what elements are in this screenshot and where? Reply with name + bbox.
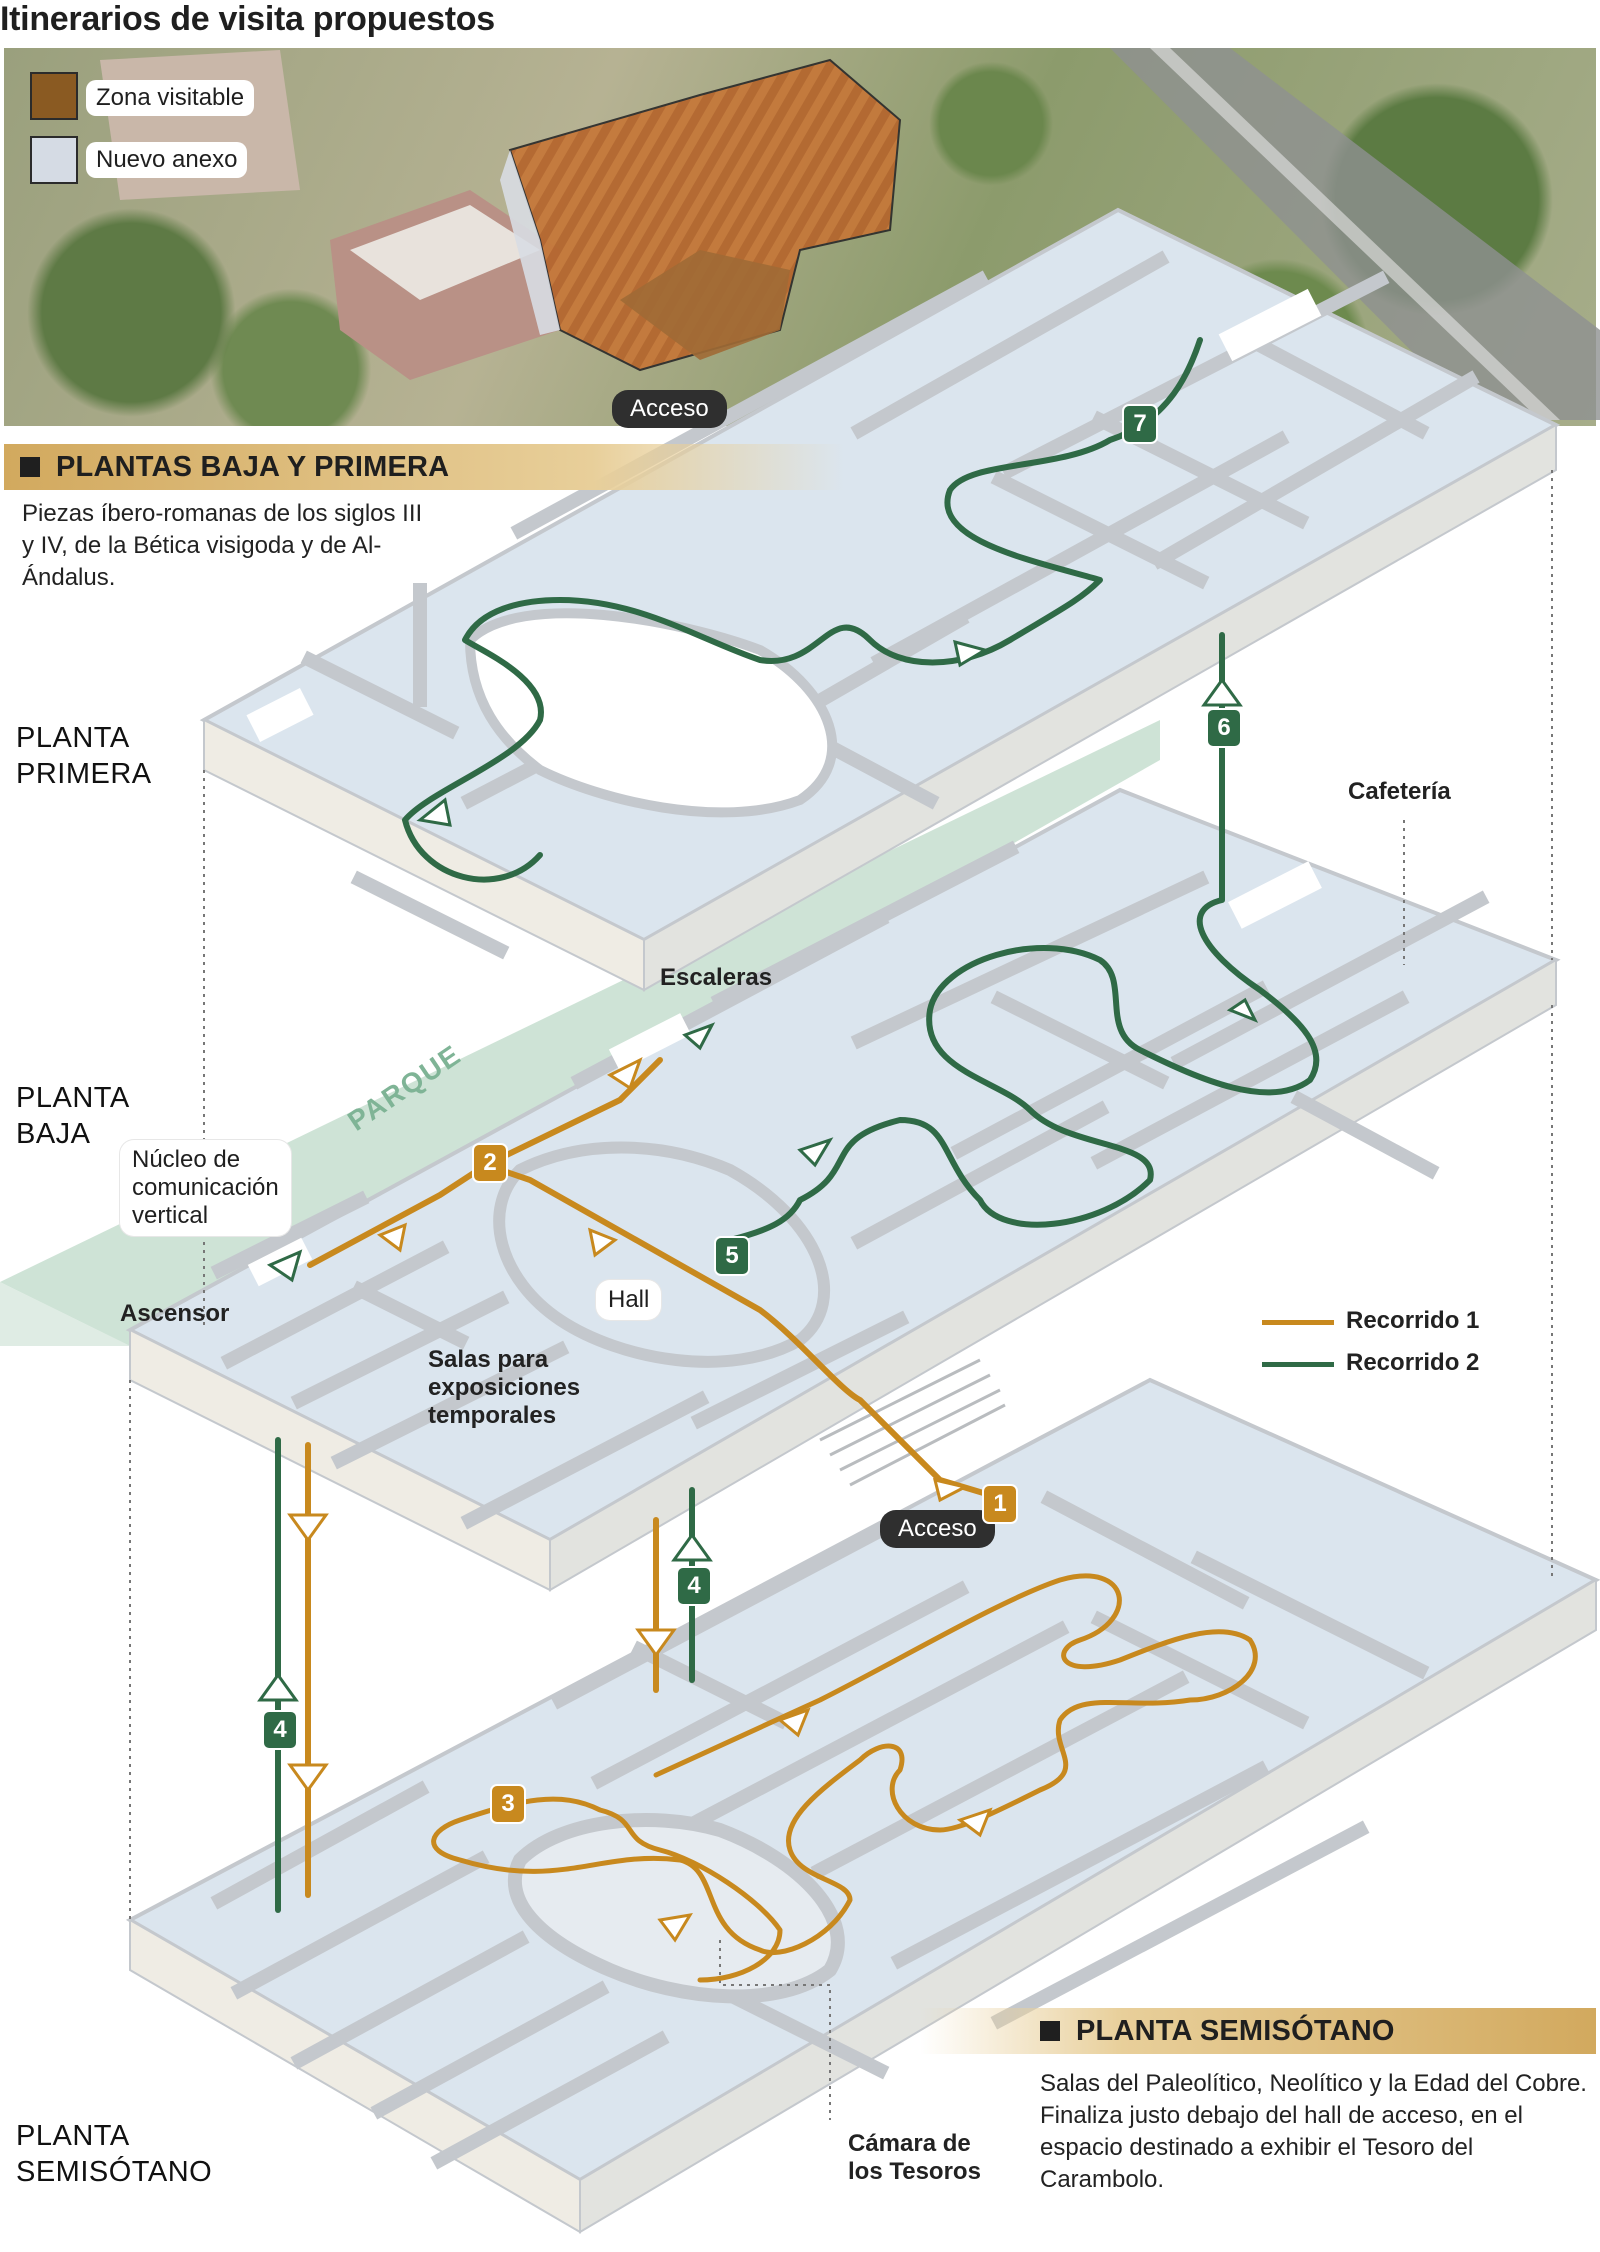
page-title: Itinerarios de visita propuestos <box>0 0 495 38</box>
label-acceso: Acceso <box>880 1510 995 1548</box>
legend-label-visitable: Zona visitable <box>86 80 255 116</box>
aerial-access-label: Acceso <box>612 390 727 428</box>
banner-lower-heading: PLANTA SEMISÓTANO <box>1076 2014 1395 2047</box>
upper-description: Piezas íbero-romanas de los siglos III y… <box>22 500 423 591</box>
lower-description: Salas del Paleolítico, Neolítico y la Ed… <box>1040 2070 1587 2193</box>
legend-chip-annex <box>30 136 78 184</box>
route-marker-5: 5 <box>714 1236 750 1276</box>
label-camara: Cámara de los Tesoros <box>848 2130 981 2185</box>
aerial-features <box>100 48 1600 420</box>
route-marker-4-right: 4 <box>676 1566 712 1606</box>
route-marker-6: 6 <box>1206 708 1242 748</box>
legend-chip-visitable <box>30 72 78 120</box>
banner-square-icon <box>1040 2021 1060 2041</box>
plate-baja <box>125 787 1561 1592</box>
legend-line-route-1 <box>1262 1320 1334 1325</box>
route-marker-1: 1 <box>982 1484 1018 1524</box>
floor-label-semisotano: PLANTA SEMISÓTANO <box>16 2120 213 2188</box>
route-marker-3: 3 <box>490 1784 526 1824</box>
legend-label-annex: Nuevo anexo <box>86 142 248 178</box>
courtyard-primera <box>464 608 838 818</box>
label-salas: Salas para exposiciones temporales <box>428 1346 581 1429</box>
route-marker-2: 2 <box>472 1143 508 1183</box>
route-marker-7: 7 <box>1122 404 1158 444</box>
route-1-semisotano <box>431 1573 1258 1983</box>
label-ascensor: Ascensor <box>120 1300 230 1327</box>
floor-label-primera: PLANTA PRIMERA <box>16 722 152 790</box>
label-nucleo: Núcleo de comunicación vertical <box>120 1140 291 1236</box>
label-cafeteria: Cafetería <box>1348 778 1451 805</box>
legend-line-route-2 <box>1262 1362 1334 1367</box>
banner-upper-heading: PLANTAS BAJA Y PRIMERA <box>56 450 450 483</box>
route-1-baja <box>307 1057 993 1498</box>
floor-label-baja: PLANTA BAJA <box>16 1082 130 1150</box>
hall-outline <box>493 1141 831 1368</box>
legend-label-route-1: Recorrido 1 <box>1346 1307 1480 1334</box>
label-escaleras: Escaleras <box>660 964 773 991</box>
banner-square-icon <box>20 457 40 477</box>
route-marker-4-left: 4 <box>262 1710 298 1750</box>
legend-label-route-2: Recorrido 2 <box>1346 1349 1480 1376</box>
banner-lower: PLANTA SEMISÓTANO <box>920 2008 1596 2054</box>
banner-upper: PLANTAS BAJA Y PRIMERA <box>4 444 844 490</box>
route-2-primera <box>402 337 1203 883</box>
route-2-vertical-6 <box>727 632 1320 1243</box>
label-hall: Hall <box>596 1280 662 1320</box>
